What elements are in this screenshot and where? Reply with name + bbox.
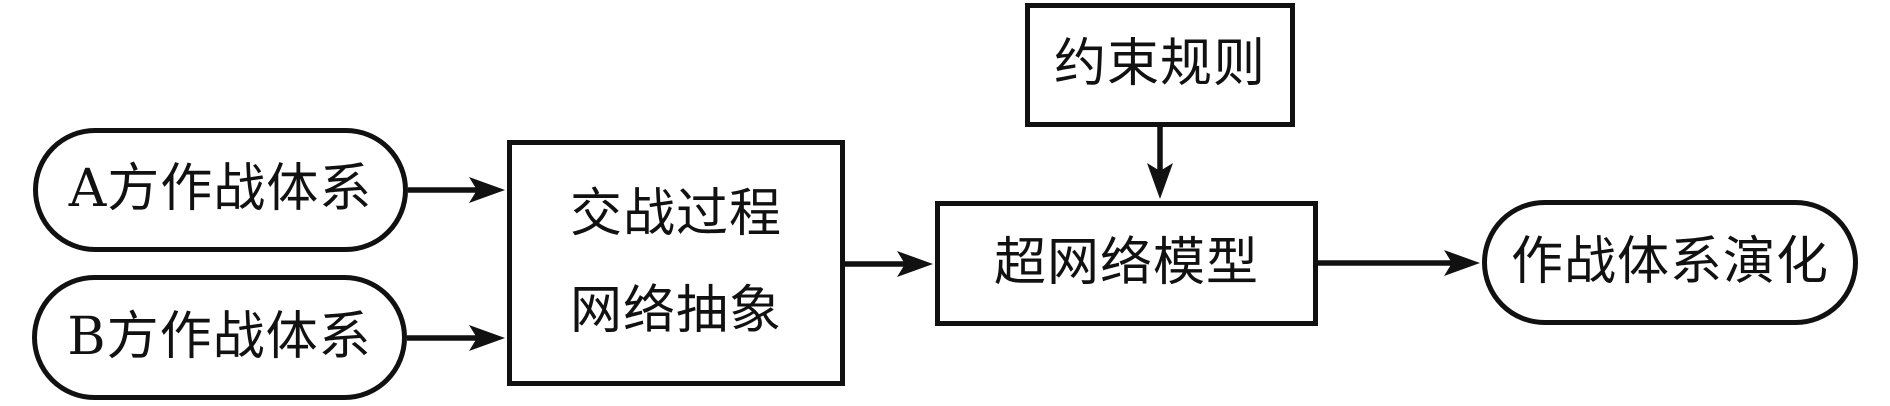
arrow-model-to-evolution (1318, 250, 1480, 276)
node-side-a: A方作战体系 (33, 128, 408, 252)
node-side-a-label: A方作战体系 (68, 159, 373, 220)
arrow-abstraction-to-model (845, 251, 933, 277)
arrow-side-a-to-abstraction (408, 177, 505, 203)
node-network-abstraction: 交战过程 网络抽象 (507, 140, 845, 386)
node-constraint-rules: 约束规则 (1025, 3, 1295, 127)
arrow-side-b-to-abstraction (407, 325, 505, 351)
node-network-abstraction-label-line2: 网络抽象 (569, 281, 782, 342)
node-system-evolution-label: 作战体系演化 (1510, 231, 1829, 292)
node-constraint-rules-label: 约束规则 (1053, 34, 1266, 95)
node-system-evolution: 作战体系演化 (1482, 200, 1858, 325)
node-network-abstraction-label-line1: 交战过程 (569, 183, 782, 244)
node-hypernetwork-model-label: 超网络模型 (993, 232, 1259, 293)
node-side-b-label: B方作战体系 (67, 306, 372, 367)
node-side-b: B方作战体系 (32, 275, 407, 400)
arrow-rules-to-model (1147, 127, 1173, 199)
node-hypernetwork-model: 超网络模型 (935, 201, 1318, 326)
